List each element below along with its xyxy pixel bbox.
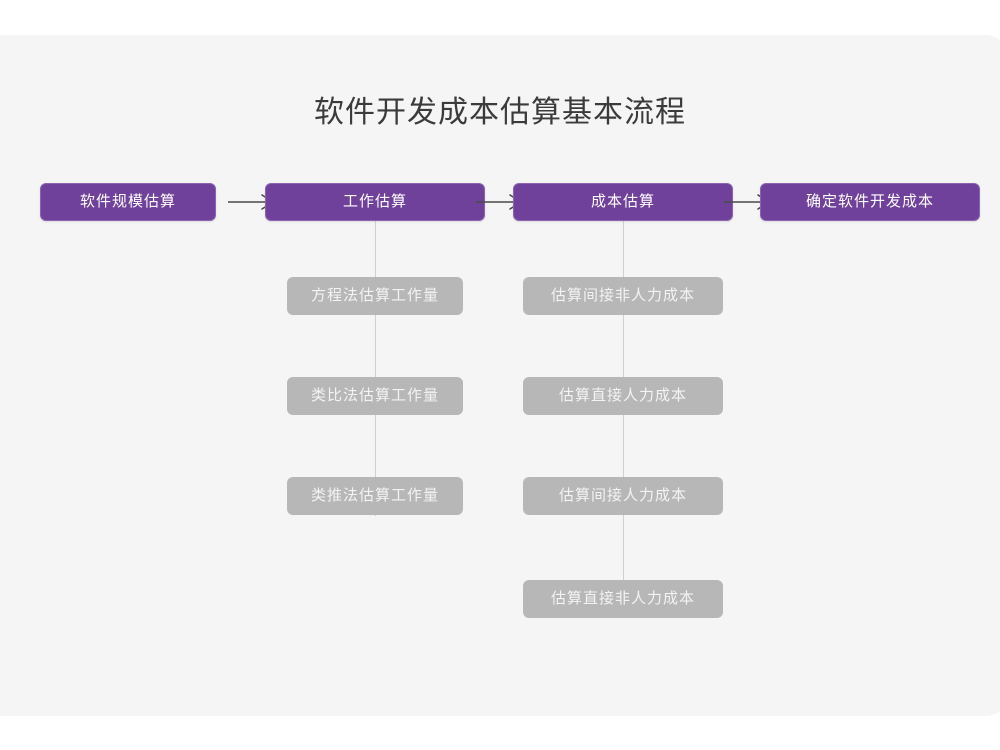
substep-node-direct-non-labor-cost[interactable]: 估算直接非人力成本: [523, 580, 723, 618]
connector-line-work-estimation: [375, 218, 376, 516]
substep-node-analogical-method-effort[interactable]: 类推法估算工作量: [287, 477, 463, 515]
substep-node-indirect-non-labor-cost[interactable]: 估算间接非人力成本: [523, 277, 723, 315]
substep-node-equation-method-effort[interactable]: 方程法估算工作量: [287, 277, 463, 315]
stage-node-software-scale-estimation[interactable]: 软件规模估算: [40, 183, 216, 221]
connector-line-cost-estimation: [623, 218, 624, 618]
substep-node-direct-labor-cost[interactable]: 估算直接人力成本: [523, 377, 723, 415]
stage-node-cost-estimation[interactable]: 成本估算: [513, 183, 733, 221]
stage-node-work-estimation[interactable]: 工作估算: [265, 183, 485, 221]
substep-node-analogy-method-effort[interactable]: 类比法估算工作量: [287, 377, 463, 415]
page-title: 软件开发成本估算基本流程: [314, 96, 686, 129]
substep-node-indirect-labor-cost[interactable]: 估算间接人力成本: [523, 477, 723, 515]
stage-node-determine-development-cost[interactable]: 确定软件开发成本: [760, 183, 980, 221]
background-panel: [0, 35, 1000, 716]
